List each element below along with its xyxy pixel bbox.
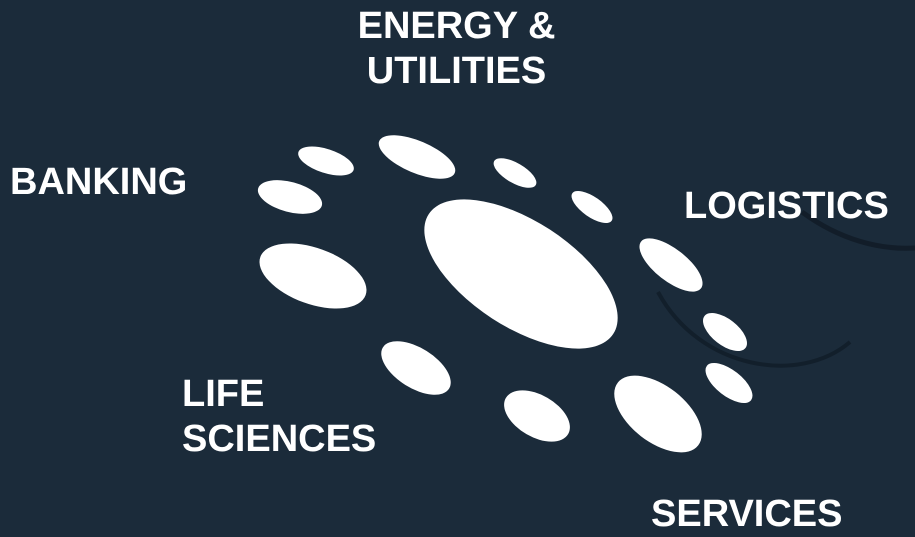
swoosh-shadow-upper <box>800 209 915 251</box>
label-energy-line2: UTILITIES <box>366 50 547 92</box>
swoosh-shadow-lower <box>656 291 852 368</box>
dot-left-large <box>259 243 367 309</box>
dot-right-mid <box>639 238 703 292</box>
label-energy-line1: ENERGY & <box>357 5 556 47</box>
dot-left-flat <box>257 180 323 214</box>
label-banking: BANKING <box>10 161 188 203</box>
label-life-line1: LIFE <box>182 373 265 415</box>
label-services: SERVICES <box>651 493 843 535</box>
dot-bottom-mid <box>504 390 570 442</box>
dot-far-right-small <box>703 312 747 352</box>
dot-lower-right-small <box>705 362 753 404</box>
label-logistics: LOGISTICS <box>684 185 889 227</box>
dot-upper-left-small <box>298 146 354 176</box>
center-ellipse <box>424 199 618 349</box>
label-life-line2: SCIENCES <box>182 418 377 460</box>
label-energy-utilities: ENERGY & UTILITIES <box>344 4 569 94</box>
dot-right-small <box>571 190 613 224</box>
dot-top-right-small <box>493 158 537 188</box>
label-life-sciences: LIFE SCIENCES <box>182 372 376 462</box>
dot-bottom-right <box>614 375 702 453</box>
dot-lower-left <box>381 341 451 395</box>
dot-top-left <box>378 135 456 179</box>
